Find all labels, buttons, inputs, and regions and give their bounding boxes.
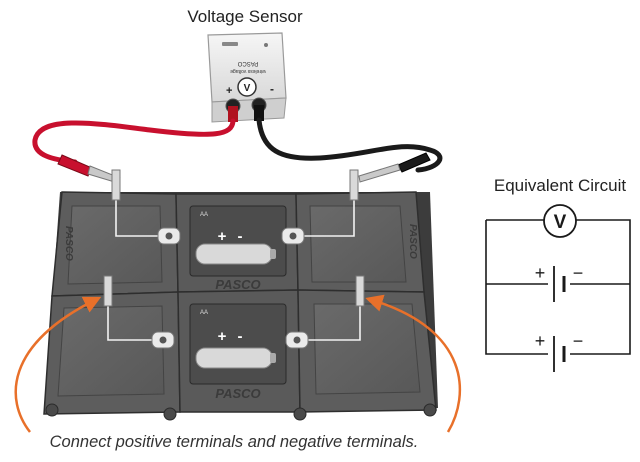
trace-bottom-right bbox=[300, 300, 361, 341]
aa-label-bottom: AA bbox=[200, 310, 208, 316]
arrow-to-positive-terminal bbox=[14, 296, 102, 433]
sensor-front-face bbox=[211, 97, 287, 123]
aa-battery-bottom-nub bbox=[270, 353, 276, 363]
cell2-plus: + bbox=[535, 331, 546, 351]
sensor-port bbox=[222, 42, 238, 46]
cell1-minus: − bbox=[573, 263, 584, 283]
cell1-plus: + bbox=[535, 263, 546, 283]
sensor-brand-text: PASCO bbox=[237, 60, 258, 66]
trace-bottom-left bbox=[107, 300, 164, 341]
red-lead-wire bbox=[32, 118, 236, 165]
post-bottom-right bbox=[355, 275, 365, 307]
brand-mark-bottom: PASCO bbox=[215, 386, 260, 401]
aa-battery-top-nub bbox=[270, 249, 276, 259]
black-lead-wire bbox=[256, 117, 443, 173]
brand-mark-right: PASCO bbox=[407, 224, 418, 259]
red-plug bbox=[228, 106, 238, 122]
black-plug bbox=[254, 105, 264, 121]
brand-mark-left: PASCO bbox=[63, 226, 74, 261]
circuit-title: Equivalent Circuit bbox=[494, 176, 627, 195]
cell-top-minus: - bbox=[238, 228, 243, 245]
cell-top-plus: + bbox=[218, 228, 227, 245]
sensor-model-text: wireless voltage bbox=[230, 68, 266, 74]
aa-label-top: AA bbox=[200, 212, 208, 218]
sensor-minus-label: - bbox=[270, 82, 274, 96]
voltage-sensor: Voltage Sensor PASCO wireless voltage V … bbox=[187, 7, 303, 123]
post-bottom-left bbox=[103, 275, 113, 307]
pad-bottom-left bbox=[57, 305, 165, 397]
sensor-volt-letter: V bbox=[244, 83, 251, 94]
pad-top-left bbox=[67, 205, 163, 285]
red-alligator-clip bbox=[57, 154, 121, 184]
voltmeter-letter: V bbox=[554, 212, 567, 233]
cell2-minus: − bbox=[573, 331, 584, 351]
post-top-right bbox=[349, 169, 359, 201]
sensor-indicator-led bbox=[264, 43, 268, 47]
pad-bottom-right bbox=[313, 303, 421, 395]
caption: Connect positive terminals and negative … bbox=[50, 433, 419, 451]
equivalent-circuit: Equivalent Circuit V + − + − bbox=[485, 176, 631, 372]
terminal-tabs bbox=[151, 227, 309, 349]
brand-mark-center: PASCO bbox=[215, 277, 260, 292]
post-top-left bbox=[111, 169, 121, 201]
cell-symbol-2 bbox=[548, 336, 570, 372]
sensor-title: Voltage Sensor bbox=[187, 7, 303, 26]
aa-battery-bottom bbox=[195, 347, 273, 369]
pad-top-right bbox=[309, 205, 407, 283]
arrow-to-negative-terminal bbox=[365, 294, 462, 433]
battery-board: AA AA + - + - PASCO PASCO PASCO PASCO bbox=[43, 169, 438, 421]
aa-battery-top bbox=[195, 243, 273, 265]
cell-symbol-1 bbox=[548, 266, 570, 302]
cell-bottom-minus: - bbox=[238, 328, 243, 345]
sensor-volt-symbol bbox=[237, 77, 257, 97]
board-feet bbox=[45, 403, 437, 421]
sensor-plus-label: + bbox=[226, 85, 232, 97]
black-alligator-clip bbox=[358, 152, 431, 183]
cell-bottom-plus: + bbox=[218, 328, 227, 345]
voltmeter-symbol bbox=[543, 204, 577, 238]
